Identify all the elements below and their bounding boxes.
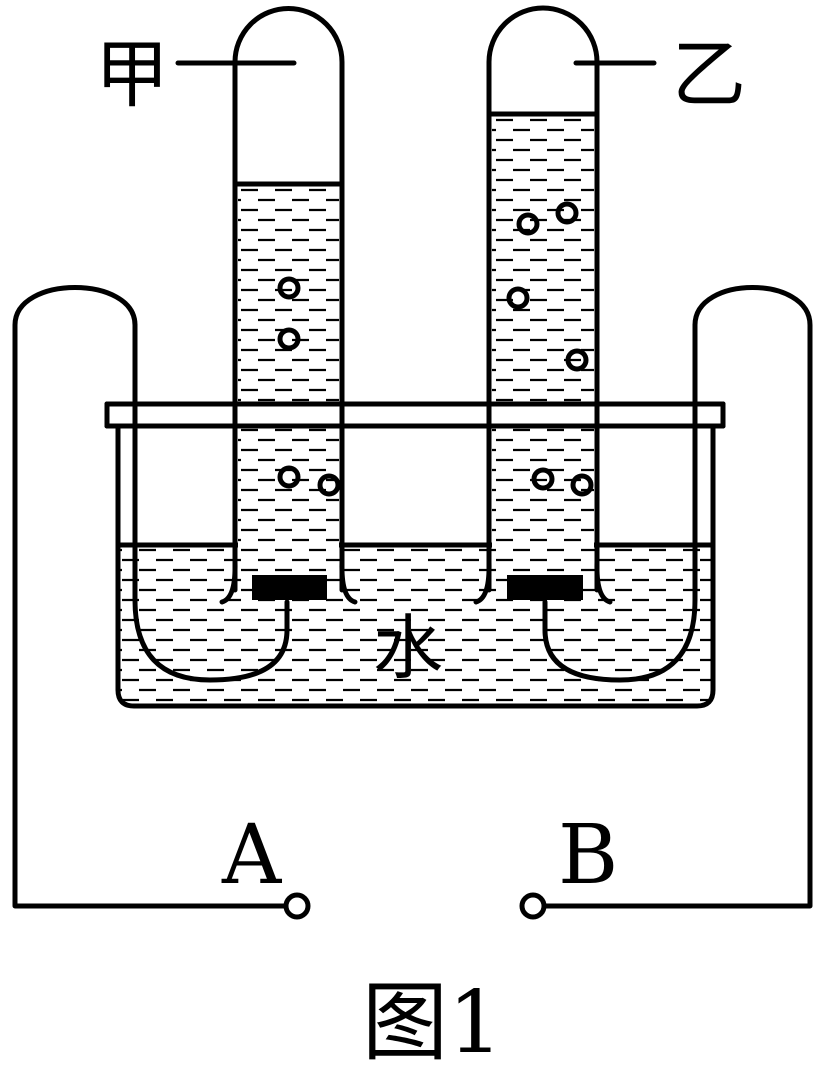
support-bar (104, 401, 726, 429)
wire-outer-right (542, 285, 813, 909)
wire-inner-right (542, 322, 698, 683)
label-tube-right: 乙 (672, 32, 746, 118)
wire-inner-left (132, 322, 290, 683)
terminal-b-circle (519, 892, 547, 920)
terminal-a-circle (283, 892, 311, 920)
figure-caption: 图1 (362, 973, 503, 1069)
label-tube-left: 甲 (95, 32, 169, 118)
test-tube-left (219, 6, 358, 605)
label-water: 水 (373, 607, 443, 689)
gas-bubbles (277, 201, 594, 497)
label-terminal-a: A (221, 808, 283, 903)
electrode-left (252, 575, 327, 600)
wire-outer-left (12, 285, 289, 909)
test-tube-right (473, 5, 613, 605)
label-terminal-b: B (558, 808, 618, 903)
electrode-right (507, 575, 583, 600)
